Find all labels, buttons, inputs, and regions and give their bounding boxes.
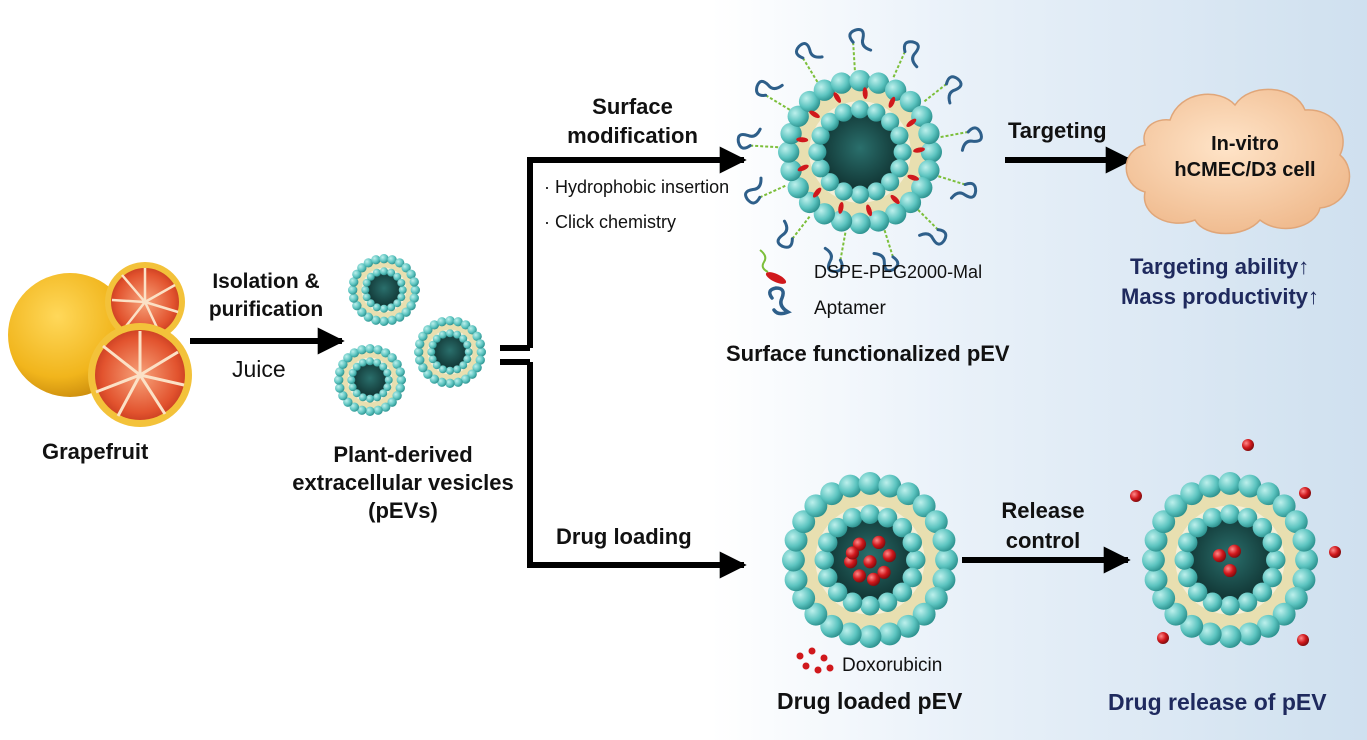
legend-dspe-label: DSPE-PEG2000-Mal: [814, 262, 983, 282]
method-hydrophobic-insertion: · Hydrophobic insertion: [544, 177, 730, 197]
isolation-line-1: Isolation &: [212, 270, 320, 293]
grapefruit-label: Grapefruit: [42, 439, 149, 464]
pev-line-1: Plant-derived: [333, 442, 473, 467]
drug-release-vesicle: [1142, 472, 1319, 648]
doxorubicin-icon: [796, 647, 834, 674]
release-control-label: Release control: [978, 496, 1108, 556]
surface-functionalized-label: Surface functionalized pEV: [726, 341, 1010, 366]
drug-branch-arrow: [527, 362, 747, 579]
drug-loaded-vesicle: [782, 472, 958, 648]
mass-productivity-label: Mass productivity↑: [1121, 284, 1320, 309]
drug-loaded-label: Drug loaded pEV: [777, 688, 963, 714]
surface-mod-line-2: modification: [567, 123, 698, 148]
targeting-ability-label: Targeting ability↑: [1130, 254, 1310, 279]
pev-vesicle-2: [334, 344, 406, 416]
released-drug-3: [1299, 487, 1311, 499]
released-drug-6: [1297, 634, 1309, 646]
cell-line-1: In-vitro: [1211, 133, 1279, 155]
drug-loading-label: Drug loading: [556, 524, 692, 549]
isolation-line-2: purification: [208, 298, 324, 321]
cell-label: In-vitro hCMEC/D3 cell: [1160, 131, 1330, 183]
flow-arrows: [190, 146, 1133, 579]
drug-release-label: Drug release of pEV: [1108, 689, 1327, 715]
cell-cloud-icon: [1125, 88, 1351, 235]
aptamer-icon: [768, 286, 792, 316]
grapefruit-illustration: [8, 262, 192, 427]
surface-modification-label: Surface modification: [550, 92, 715, 150]
surface-mod-line-1: Surface: [592, 94, 673, 119]
pev-vesicle-3: [414, 316, 486, 388]
legend-aptamer-label: Aptamer: [814, 298, 886, 319]
cell-line-2: hCMEC/D3 cell: [1174, 159, 1316, 181]
juice-label: Juice: [232, 356, 286, 382]
pev-line-3: (pEVs): [368, 498, 438, 523]
released-drug-5: [1157, 632, 1169, 644]
pev-line-2: extracellular vesicles: [292, 470, 514, 495]
targeting-label: Targeting: [1008, 118, 1107, 143]
peg-lipid-icon: [759, 249, 787, 284]
surface-functionalized-vesicle: [736, 28, 983, 274]
pev-vesicle-1: [348, 254, 420, 326]
legend-doxorubicin-label: Doxorubicin: [842, 655, 943, 676]
method-click-chemistry: · Click chemistry: [544, 212, 677, 232]
released-drug-2: [1130, 490, 1142, 502]
surface-branch-arrow: [527, 146, 747, 348]
isolation-label: Isolation & purification: [196, 268, 336, 324]
release-line-2: control: [1005, 528, 1081, 553]
pev-label: Plant-derived extracellular vesicles (pE…: [278, 441, 528, 525]
released-drug-4: [1329, 546, 1341, 558]
released-drug-1: [1242, 439, 1254, 451]
vesicle-group: [334, 28, 1341, 648]
release-line-1: Release: [1001, 498, 1085, 523]
